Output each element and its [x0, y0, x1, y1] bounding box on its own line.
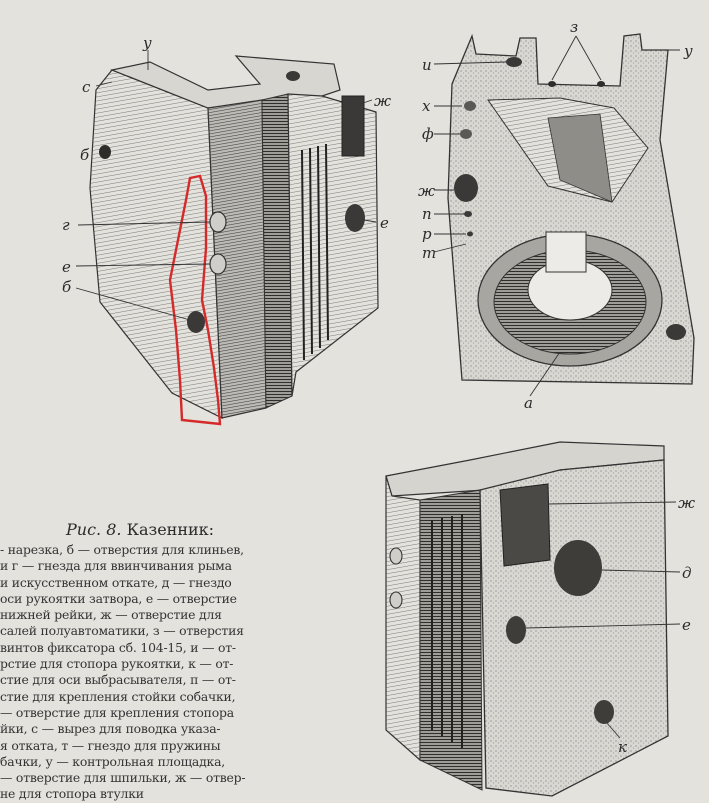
caption-line: йки, с — вырез для поводка указа-: [0, 721, 221, 737]
view1-label-b1: б: [80, 146, 90, 164]
view1-hole-g1: [209, 211, 227, 233]
view3-label-zh: ж: [678, 494, 695, 512]
view1-label-c: с: [82, 78, 91, 96]
view2-hole-r: [467, 231, 473, 237]
caption-title: Рис. 8. Казенник:: [66, 520, 214, 539]
view1-hole-top: [286, 71, 300, 81]
caption-line: и искусственном откате, д — гнездо: [0, 574, 232, 590]
view2-label-i: и: [422, 56, 432, 74]
view-3-breech-block: ж д е к: [385, 441, 695, 797]
view1-hole-lower: [187, 311, 205, 333]
view1-hole-g2: [209, 253, 227, 275]
view3-hole-k: [594, 700, 614, 724]
view3-slot-zh: [499, 483, 551, 567]
caption-line: - нарезка, б — отверстия для клиньев,: [0, 542, 244, 557]
view3-label-e: е: [682, 616, 691, 634]
caption-line: я отката, т — гнездо для пружины: [0, 737, 221, 753]
view2-hole-corner: [666, 324, 686, 340]
caption-line: оси рукоятки затвора, е — отверстие: [0, 590, 237, 606]
view2-hole-z2: [597, 81, 605, 87]
view1-ribs: [301, 143, 329, 361]
view2-label-t: т: [422, 244, 436, 262]
view2-label-r: р: [422, 225, 432, 243]
view2-hole-z1: [548, 81, 556, 87]
view1-label-u: у: [142, 34, 152, 52]
view1-label-e: е: [62, 258, 71, 276]
view1-slot-zh: [341, 95, 365, 157]
caption-line: стие для крепления стойки собачки,: [0, 688, 236, 704]
view3-hole-e: [506, 616, 526, 644]
view3-label-k: к: [618, 738, 627, 756]
view2-label-p: п: [422, 205, 432, 223]
view2-bore-slot: [545, 231, 587, 273]
view2-label-zh: ж: [418, 182, 435, 200]
view2-label-a: а: [524, 394, 533, 412]
view3-hole-left1: [389, 547, 403, 565]
caption-line: бачки, у — контрольная площадка,: [0, 753, 225, 769]
view2-label-f: ф: [422, 125, 434, 143]
view1-label-g: г: [62, 216, 70, 234]
view1-hole-e: [345, 204, 365, 232]
view3-ribs: [431, 514, 463, 748]
caption-line: не для стопора втулки: [0, 786, 144, 802]
caption-line: салей полуавтоматики, з — отверстия: [0, 623, 244, 639]
caption-line: винтов фиксатора сб. 104-15, и — от-: [0, 639, 236, 655]
view-1-breech-block: у с б г е б ж е: [62, 34, 391, 426]
view-2-breech-block: з и у х ф ж п р т а: [418, 18, 695, 412]
view1-left-face: [89, 69, 223, 419]
view3-left-face: [385, 475, 421, 762]
caption-line: — отверстие для крепления стопора: [0, 704, 234, 720]
view3-hole-d: [554, 540, 602, 596]
caption-line: рстие для стопора рукоятки, к — от-: [0, 656, 234, 672]
view1-label-b2: б: [62, 278, 72, 296]
view1-groove: [261, 93, 293, 409]
caption-line: и г — гнезда для ввинчивания рыма: [0, 558, 232, 574]
view2-hole-kh: [464, 101, 476, 111]
view2-label-u: у: [683, 42, 693, 60]
caption-figure-number: Рис. 8.: [66, 520, 122, 539]
view2-label-kh: х: [422, 97, 431, 115]
view2-label-z: з: [570, 18, 578, 36]
view1-label-e-right: е: [380, 214, 389, 232]
view1-label-zh: ж: [374, 92, 391, 110]
view1-hole-b: [99, 145, 111, 159]
view2-hole-i: [506, 57, 522, 67]
view3-hole-left2: [389, 591, 403, 609]
view2-v-shadow: [547, 113, 613, 203]
view3-label-d: д: [682, 564, 692, 582]
caption-figure-title: Казенник:: [126, 520, 215, 539]
view2-hole-zh: [454, 174, 478, 202]
view2-hole-p: [464, 211, 472, 217]
caption-line: нижней рейки, ж — отверстие для: [0, 607, 222, 623]
view2-hole-f: [460, 129, 472, 139]
caption-line: стие для оси выбрасывателя, п — от-: [0, 672, 236, 688]
caption-line: — отверстие для шпильки, ж — отвер-: [0, 770, 246, 786]
caption-legend-text: - нарезка, б — отверстия для клиньев,и г…: [0, 542, 345, 803]
